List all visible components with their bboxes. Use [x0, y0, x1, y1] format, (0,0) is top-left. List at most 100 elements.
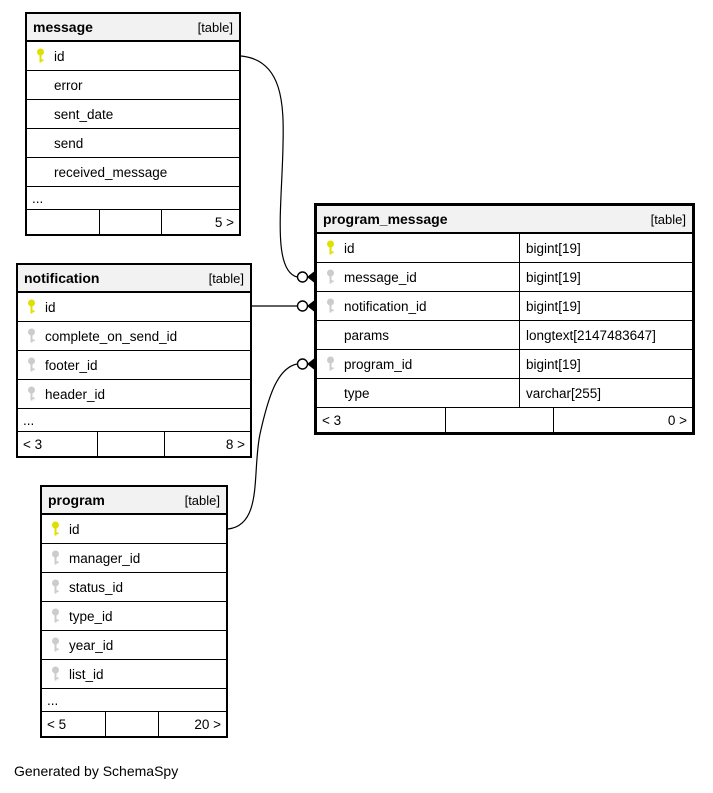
table-type-badge: [table]	[197, 19, 233, 35]
table-type-badge: [table]	[650, 211, 686, 227]
column-name: id	[54, 48, 65, 64]
relationship-program-to-program_message	[227, 358, 314, 530]
table-type-badge: [table]	[208, 270, 244, 286]
footer-cell-1	[96, 432, 164, 456]
footer-cell-1	[99, 210, 160, 234]
key-glyph	[27, 299, 36, 314]
table-title: notification	[24, 270, 100, 286]
table-header-program_message[interactable]: program_message [table]	[317, 206, 692, 234]
column-row-notification-complete_on_send_id[interactable]: complete_on_send_id	[18, 322, 250, 351]
table-header-notification[interactable]: notification [table]	[18, 265, 250, 293]
column-row-notification-header_id[interactable]: header_id	[18, 380, 250, 409]
footer-cell-2: 20 >	[157, 712, 226, 736]
key-glyph	[51, 579, 60, 594]
column-row-message-send[interactable]: send	[27, 129, 239, 158]
footer-cell-2: 5 >	[160, 210, 239, 234]
column-row-program-year_id[interactable]: year_id	[42, 631, 226, 660]
key-glyph	[51, 608, 60, 623]
key-glyph	[51, 550, 60, 565]
table-notification: notification [table] id complete_on_send_id…	[16, 263, 252, 458]
column-name: type_id	[69, 608, 113, 624]
column-row-notification-id[interactable]: id	[18, 293, 250, 322]
column-name: send	[54, 135, 84, 151]
footer-cell-0: < 3	[23, 436, 43, 452]
key-glyph	[27, 328, 36, 343]
fk-arrowhead-icon	[307, 300, 314, 312]
table-header-message[interactable]: message[table]	[27, 14, 239, 42]
key-glyph	[51, 666, 60, 681]
footer-cell-0	[27, 210, 99, 234]
column-row-program-status_id[interactable]: status_id	[42, 573, 226, 602]
fk-arrowhead-icon	[307, 358, 314, 370]
column-name: received_message	[54, 164, 168, 180]
column-row-message-id[interactable]: id	[27, 42, 239, 71]
more-columns-ellipsis: ...	[27, 187, 239, 210]
table-footer: 5 >	[27, 210, 239, 234]
column-row-program_message-type[interactable]: type varchar[255]	[317, 379, 692, 408]
table-program: program[table] id manager_id status_id type_…	[40, 485, 228, 738]
table-title: program_message	[323, 211, 448, 227]
column-type: varchar[255]	[519, 379, 692, 407]
relationship-message-to-program_message	[240, 55, 314, 283]
column-row-notification-footer_id[interactable]: footer_id	[18, 351, 250, 380]
foreign-key-icon	[26, 328, 45, 344]
column-name: error	[54, 77, 83, 93]
column-name: manager_id	[69, 550, 141, 566]
key-glyph	[27, 357, 36, 372]
column-row-program_message-notification_id[interactable]: notification_id bigint[19]	[317, 292, 692, 321]
column-row-message-sent_date[interactable]: sent_date	[27, 100, 239, 129]
column-name: id	[69, 521, 80, 537]
column-name: list_id	[69, 666, 104, 682]
column-row-program-id[interactable]: id	[42, 515, 226, 544]
key-glyph	[51, 637, 60, 652]
generated-by-note: Generated by SchemaSpy	[14, 763, 179, 779]
column-name: header_id	[45, 386, 106, 402]
column-name: params	[344, 327, 390, 343]
more-columns-ellipsis: ...	[42, 689, 226, 712]
footer-cell-2: 0 >	[553, 408, 692, 432]
key-glyph	[326, 298, 335, 313]
column-row-program-list_id[interactable]: list_id	[42, 660, 226, 689]
column-row-message-received_message[interactable]: received_message	[27, 158, 239, 187]
foreign-key-icon	[26, 386, 45, 402]
column-name: type	[344, 385, 370, 401]
primary-key-icon	[50, 521, 69, 537]
table-type-badge: [table]	[184, 492, 220, 508]
column-type: bigint[19]	[519, 292, 692, 320]
column-row-program-manager_id[interactable]: manager_id	[42, 544, 226, 573]
foreign-key-icon	[325, 269, 344, 285]
primary-key-icon	[325, 240, 344, 256]
footer-cell-1	[444, 408, 554, 432]
key-glyph	[326, 269, 335, 284]
column-row-program_message-id[interactable]: id bigint[19]	[317, 234, 692, 263]
column-row-program_message-program_id[interactable]: program_id bigint[19]	[317, 350, 692, 379]
key-glyph	[326, 240, 335, 255]
column-name: id	[344, 240, 355, 256]
key-glyph	[326, 356, 335, 371]
primary-key-icon	[35, 48, 54, 64]
foreign-key-icon	[50, 550, 69, 566]
column-type: bigint[19]	[519, 263, 692, 291]
column-type: bigint[19]	[519, 350, 692, 378]
primary-key-icon	[26, 299, 45, 315]
column-name: program_id	[344, 356, 413, 372]
column-name: notification_id	[344, 298, 427, 314]
column-type: bigint[19]	[519, 234, 692, 262]
column-name: id	[45, 299, 56, 315]
table-header-program[interactable]: program[table]	[42, 487, 226, 515]
key-glyph	[36, 48, 45, 63]
fk-arrowhead-icon	[307, 271, 314, 283]
column-name: footer_id	[45, 357, 98, 373]
column-row-program-type_id[interactable]: type_id	[42, 602, 226, 631]
column-name: sent_date	[54, 106, 114, 122]
more-columns-ellipsis: ...	[18, 409, 250, 432]
relationship-notification-to-program_message	[252, 300, 314, 312]
column-row-message-error[interactable]: error	[27, 71, 239, 100]
key-glyph	[51, 521, 60, 536]
